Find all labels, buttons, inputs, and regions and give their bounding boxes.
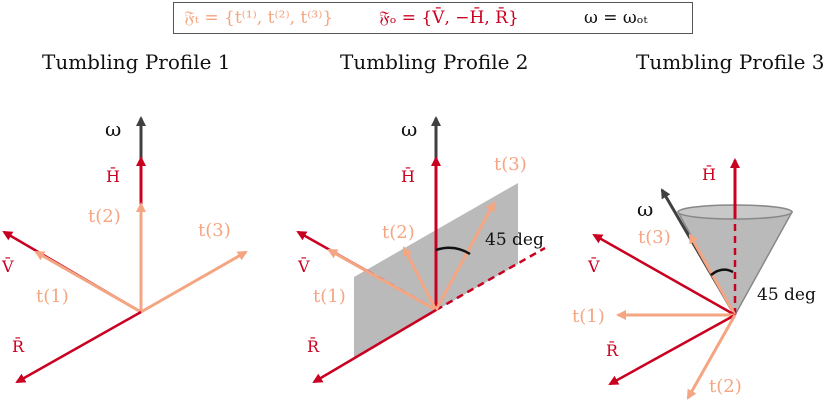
panel-1-diagram: ω H̄ t(2) t(3) V̄ t(1) R̄ xyxy=(1,116,248,384)
r-arrow xyxy=(15,310,142,384)
omega-label: ω xyxy=(105,117,121,141)
t3-label: t(3) xyxy=(494,154,527,175)
panel-3-title: Tumbling Profile 3 xyxy=(636,50,825,74)
legend-tumbling-frame: 𝔉ₜ = {t⁽¹⁾, t⁽²⁾, t⁽³⁾} xyxy=(184,8,334,28)
panel-2-diagram: ω H̄ t(3) t(2) 45 deg V̄ t(1) R̄ xyxy=(296,116,546,384)
v-label: V̄ xyxy=(1,255,14,276)
v-label: V̄ xyxy=(587,255,600,276)
angle-arc xyxy=(435,246,471,256)
legend-omega-equation: ω = ωₒₜ xyxy=(584,8,648,28)
legend-box: 𝔉ₜ = {t⁽¹⁾, t⁽²⁾, t⁽³⁾} 𝔉ₒ = {V̄, −H̄, R… xyxy=(173,2,693,34)
t3-arrow xyxy=(434,201,496,311)
h-dashed-projection xyxy=(435,246,546,312)
r-label: R̄ xyxy=(12,335,25,356)
r-label: R̄ xyxy=(307,335,320,356)
legend-orbital-frame: 𝔉ₒ = {V̄, −H̄, R̄} xyxy=(379,8,519,28)
panel-1-title: Tumbling Profile 1 xyxy=(42,50,231,74)
omega-label: ω xyxy=(401,117,417,141)
h-label: H̄ xyxy=(106,165,120,186)
t2-arrow xyxy=(402,246,438,311)
angle-arc xyxy=(710,268,734,276)
h-label: H̄ xyxy=(702,163,716,184)
h-label: H̄ xyxy=(401,165,415,186)
t1-label: t(1) xyxy=(313,286,346,307)
t3-arrow xyxy=(140,250,248,314)
t1-arrow xyxy=(327,248,437,312)
r-label: R̄ xyxy=(606,339,619,360)
panel-2-title: Tumbling Profile 2 xyxy=(340,50,529,74)
r-arrow xyxy=(608,313,736,386)
t1-arrow xyxy=(34,250,142,314)
omega-label: ω xyxy=(637,197,653,221)
t2-label: t(2) xyxy=(709,376,742,397)
t3-label: t(3) xyxy=(638,227,671,248)
t1-label: t(1) xyxy=(572,306,605,327)
t3-label: t(3) xyxy=(198,220,231,241)
r-arrow xyxy=(312,308,437,384)
t1-label: t(1) xyxy=(36,286,69,307)
v-label: V̄ xyxy=(297,255,310,276)
t2-label: t(2) xyxy=(382,222,415,243)
t2-label: t(2) xyxy=(88,206,121,227)
t2-arrow xyxy=(686,314,737,400)
angle-label: 45 deg xyxy=(757,285,816,305)
v-arrow xyxy=(592,233,736,317)
angle-label: 45 deg xyxy=(485,230,544,250)
panel-3-diagram: H̄ ω t(3) V̄ 45 deg t(1) R̄ t(2) xyxy=(572,158,816,400)
